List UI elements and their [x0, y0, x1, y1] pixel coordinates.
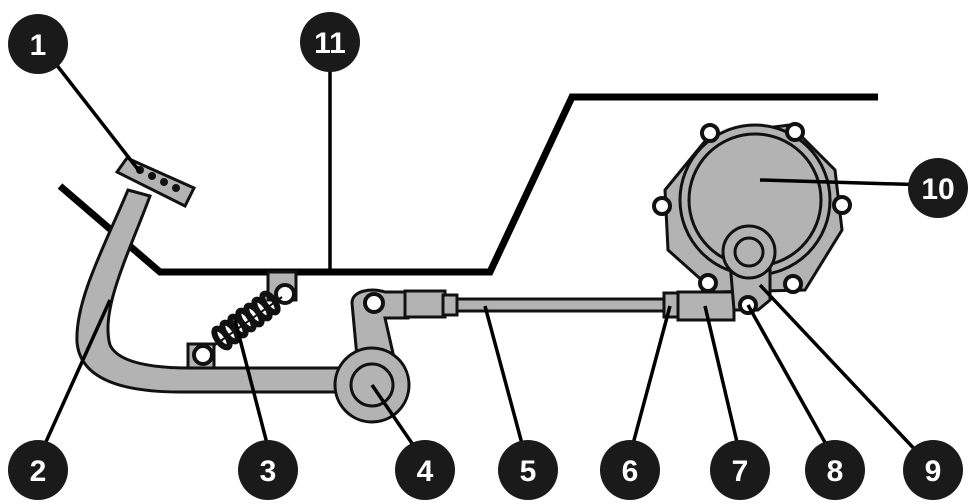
callout-badges: 1 11 10 2 3 4 5 6 [8, 12, 968, 500]
callout-7-label: 7 [732, 455, 749, 488]
callout-1-label: 1 [30, 29, 47, 62]
callout-2-label: 2 [30, 455, 47, 488]
callout-11: 11 [300, 12, 360, 72]
rod-clevis-left [403, 289, 447, 319]
callout-4-label: 4 [417, 455, 434, 488]
spring-anchor-bottom [192, 344, 214, 366]
leader-5 [483, 305, 527, 456]
leader-1 [43, 48, 142, 174]
callout-3-label: 3 [260, 455, 277, 488]
leader-9 [758, 283, 922, 457]
callout-10-label: 10 [921, 173, 954, 206]
push-rod [455, 297, 669, 313]
leader-8 [746, 304, 834, 456]
callout-8-label: 8 [827, 455, 844, 488]
callout-6-label: 6 [622, 455, 639, 488]
callout-7: 7 [710, 440, 770, 500]
callout-9: 9 [903, 440, 963, 500]
leader-7 [703, 305, 742, 456]
leader-2 [38, 299, 112, 456]
leader-10 [759, 178, 931, 187]
leader-6 [628, 305, 672, 456]
housing-bolts [652, 122, 852, 294]
lever-pin [363, 292, 385, 314]
leader-lines [38, 48, 931, 457]
booster-housing [663, 123, 844, 294]
callout-5: 5 [498, 440, 558, 500]
callout-8: 8 [805, 440, 865, 500]
callout-1: 1 [8, 14, 68, 74]
callout-10: 10 [908, 158, 968, 218]
rod-nut-left [441, 293, 459, 317]
callout-6: 6 [600, 440, 660, 500]
leader-3 [233, 319, 272, 456]
callout-9-label: 9 [925, 455, 942, 488]
pusher-hub-inner [733, 236, 765, 268]
adjusting-nut [662, 291, 680, 319]
callout-5-label: 5 [520, 455, 537, 488]
return-spring [211, 290, 283, 351]
callout-4: 4 [395, 440, 455, 500]
callout-11-label: 11 [314, 27, 346, 60]
callout-3: 3 [238, 440, 298, 500]
callout-2: 2 [8, 440, 68, 500]
